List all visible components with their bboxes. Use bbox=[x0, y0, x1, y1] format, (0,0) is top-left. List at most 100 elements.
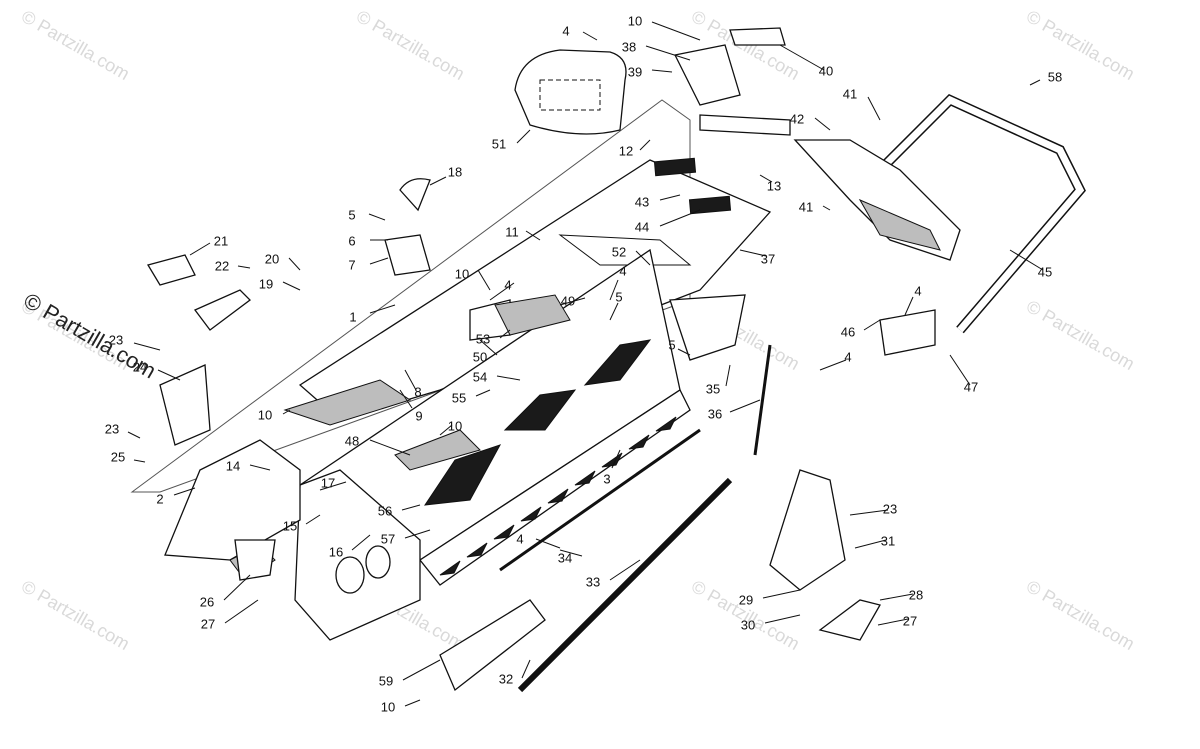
callout-44: 44 bbox=[635, 219, 649, 234]
leader-line bbox=[764, 614, 801, 624]
callout-59: 59 bbox=[379, 673, 393, 688]
leader-line bbox=[133, 342, 161, 351]
leader-line bbox=[863, 319, 881, 331]
cutout-shape bbox=[628, 434, 650, 450]
leader-line bbox=[559, 549, 583, 557]
watermark-text: © Partzilla.com bbox=[18, 6, 133, 84]
callout-27: 27 bbox=[903, 613, 917, 628]
callout-10: 10 bbox=[381, 699, 395, 714]
callout-10: 10 bbox=[258, 407, 272, 422]
callout-57: 57 bbox=[381, 531, 395, 546]
leader-line bbox=[282, 409, 291, 415]
callout-1: 1 bbox=[349, 309, 356, 324]
callout-53: 53 bbox=[476, 331, 490, 346]
callout-43: 43 bbox=[635, 194, 649, 209]
leader-line bbox=[369, 439, 411, 456]
callout-12: 12 bbox=[619, 143, 633, 158]
callout-23: 23 bbox=[105, 421, 119, 436]
leader-line bbox=[1029, 79, 1041, 86]
leader-line bbox=[351, 534, 371, 551]
callout-48: 48 bbox=[345, 433, 359, 448]
callout-15: 15 bbox=[283, 518, 297, 533]
callout-4: 4 bbox=[562, 23, 569, 38]
callout-10: 10 bbox=[448, 418, 462, 433]
callout-4: 4 bbox=[914, 283, 921, 298]
leader-line bbox=[877, 618, 909, 626]
watermark-text: © Partzilla.com bbox=[1023, 296, 1138, 374]
leader-line bbox=[639, 139, 651, 151]
leader-line bbox=[516, 129, 531, 144]
leader-line bbox=[224, 599, 259, 624]
cutout-shape bbox=[439, 560, 461, 576]
leader-line bbox=[189, 242, 211, 256]
callout-41: 41 bbox=[799, 199, 813, 214]
leader-line bbox=[867, 96, 881, 121]
leader-line bbox=[822, 205, 831, 211]
callout-30: 30 bbox=[741, 617, 755, 632]
callout-17: 17 bbox=[321, 475, 335, 490]
callout-7: 7 bbox=[348, 257, 355, 272]
callout-41: 41 bbox=[843, 86, 857, 101]
leader-line bbox=[759, 174, 773, 183]
leader-line bbox=[879, 593, 914, 601]
leader-line bbox=[288, 257, 301, 271]
leader-line bbox=[635, 250, 651, 266]
callout-4: 4 bbox=[619, 263, 626, 278]
leader-line bbox=[535, 538, 561, 549]
leader-line bbox=[319, 481, 347, 491]
callout-58: 58 bbox=[1048, 69, 1062, 84]
callout-9: 9 bbox=[415, 408, 422, 423]
callout-5: 5 bbox=[348, 207, 355, 222]
leader-line bbox=[475, 389, 491, 397]
callout-23: 23 bbox=[109, 332, 123, 347]
cutout-shape bbox=[655, 416, 677, 432]
leader-line bbox=[157, 369, 181, 381]
callout-24: 24 bbox=[133, 359, 147, 374]
leader-line bbox=[404, 699, 421, 707]
cutout-shape bbox=[466, 542, 488, 558]
callout-37: 37 bbox=[761, 251, 775, 266]
leader-line bbox=[849, 509, 889, 516]
callout-2: 2 bbox=[156, 491, 163, 506]
leader-line bbox=[609, 302, 619, 321]
callout-27: 27 bbox=[201, 616, 215, 631]
watermark-text: © Partzilla.com bbox=[18, 576, 133, 654]
callout-50: 50 bbox=[473, 349, 487, 364]
callout-51: 51 bbox=[492, 136, 506, 151]
leader-line bbox=[521, 659, 531, 679]
leader-line bbox=[429, 176, 447, 186]
callout-20: 20 bbox=[265, 251, 279, 266]
callout-8: 8 bbox=[414, 384, 421, 399]
callout-52: 52 bbox=[612, 244, 626, 259]
callout-14: 14 bbox=[226, 458, 240, 473]
watermark-text: © Partzilla.com bbox=[20, 288, 161, 384]
leader-line bbox=[369, 257, 389, 265]
watermark-text: © Partzilla.com bbox=[1023, 6, 1138, 84]
leader-line bbox=[651, 69, 673, 73]
callout-3: 3 bbox=[603, 471, 610, 486]
callout-21: 21 bbox=[214, 233, 228, 248]
leader-line bbox=[305, 514, 321, 525]
callout-13: 13 bbox=[767, 178, 781, 193]
leader-line bbox=[645, 45, 691, 61]
leader-line bbox=[651, 21, 701, 41]
callout-33: 33 bbox=[586, 574, 600, 589]
leader-line bbox=[489, 282, 515, 301]
cutout-shape bbox=[574, 470, 596, 486]
callout-16: 16 bbox=[329, 544, 343, 559]
leader-line bbox=[729, 399, 761, 413]
snowflap-42 bbox=[793, 139, 961, 261]
callout-10: 10 bbox=[628, 13, 642, 28]
callout-11: 11 bbox=[505, 224, 519, 239]
tunnel-assembly bbox=[130, 99, 772, 641]
cutout-shape bbox=[547, 488, 569, 504]
leader-lines bbox=[127, 21, 1044, 707]
callout-28: 28 bbox=[909, 587, 923, 602]
cutout-shape bbox=[493, 524, 515, 540]
callout-32: 32 bbox=[499, 671, 513, 686]
callout-35: 35 bbox=[706, 381, 720, 396]
leader-line bbox=[479, 339, 498, 356]
callout-4: 4 bbox=[844, 349, 851, 364]
callout-40: 40 bbox=[819, 63, 833, 78]
leader-line bbox=[173, 487, 196, 496]
